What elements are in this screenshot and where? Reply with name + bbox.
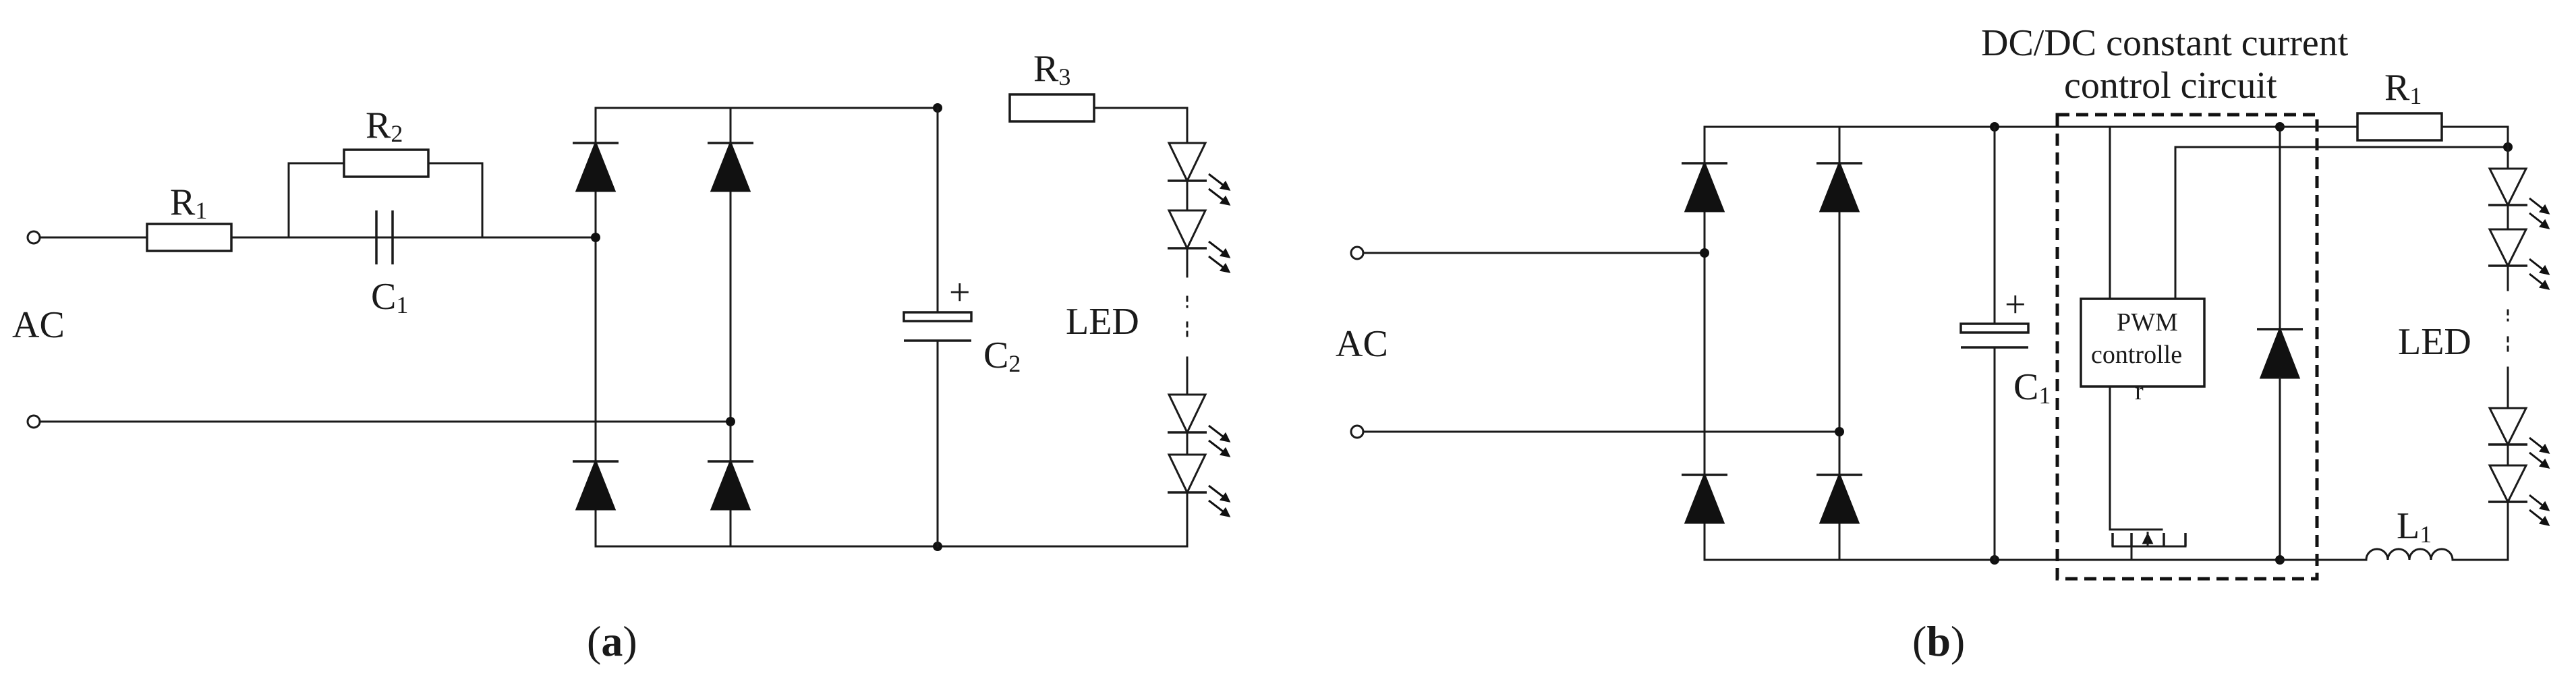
- pwm-label-line1: PWM: [2117, 308, 2178, 337]
- bridge-diode-3: [573, 458, 619, 511]
- bridge-diode-b3: [1682, 471, 1727, 524]
- led-a-1: [1167, 142, 1231, 206]
- freewheel-diode: [2257, 326, 2303, 379]
- bridge-diode-4: [708, 458, 753, 511]
- panel-a-r2-label: R2: [366, 105, 403, 147]
- dcdc-control-box: [2055, 113, 2319, 581]
- led-a-2: [1167, 209, 1231, 273]
- mosfet-switch: [2111, 532, 2281, 561]
- panel-b-led-label: LED: [2398, 321, 2471, 363]
- bridge-diode-b2: [1816, 160, 1862, 212]
- capacitor-c2-plate: [903, 311, 973, 322]
- panel-a-c2-label: C2: [983, 335, 1021, 377]
- panel-b-r1-label: R1: [2384, 67, 2422, 109]
- ac-terminal-bottom: [26, 414, 41, 429]
- resistor-r2: [343, 148, 430, 178]
- ac-terminal-top-b: [1350, 246, 1365, 260]
- panel-b-l1-label: L1: [2397, 505, 2432, 548]
- panel-b-circuit: [1350, 112, 2550, 581]
- dcdc-title-line1: DC/DC constant current: [1981, 22, 2349, 64]
- led-b-2: [2488, 228, 2550, 290]
- panel-b-c1-label: C1: [2013, 366, 2051, 409]
- led-a-4: [1167, 453, 1231, 517]
- panel-a-polarity-mark: +: [949, 272, 971, 314]
- ac-terminal-bottom-b: [1350, 424, 1365, 439]
- led-b-4: [2488, 464, 2550, 526]
- panel-a-caption: (a): [587, 617, 637, 665]
- bridge-diode-b4: [1816, 471, 1862, 524]
- resistor-r3: [1008, 93, 1095, 123]
- led-a-3: [1167, 393, 1231, 457]
- led-b-1: [2488, 167, 2550, 229]
- panel-b-caption: (b): [1912, 617, 1965, 665]
- led-b-3: [2488, 407, 2550, 469]
- pwm-label-line2: controlle: [2091, 341, 2182, 369]
- panel-a-r3-label: R3: [1033, 48, 1070, 90]
- panel-a-led-label: LED: [1066, 301, 1139, 343]
- pwm-label-line3: r: [2135, 377, 2144, 405]
- panel-a-c1-label: C1: [371, 276, 408, 318]
- resistor-r1-b: [2356, 112, 2443, 142]
- bridge-diode-b1: [1682, 160, 1727, 212]
- panel-a-r1-label: R1: [170, 181, 207, 224]
- resistor-r1: [146, 223, 233, 252]
- bridge-diode-2: [708, 140, 753, 192]
- panel-a-circuit: [26, 93, 1231, 551]
- inductor-l1: [2365, 548, 2454, 561]
- capacitor-c1-b-plate: [1959, 322, 2030, 334]
- ac-terminal-top: [26, 230, 41, 245]
- panel-b-ac-label: AC: [1336, 323, 1388, 365]
- panel-b-polarity-mark: +: [2005, 284, 2026, 326]
- bridge-diode-1: [573, 140, 619, 192]
- dcdc-title-line2: control circuit: [2064, 65, 2277, 107]
- panel-a-ac-label: AC: [12, 304, 65, 346]
- pwm-controller-box: [2080, 297, 2206, 388]
